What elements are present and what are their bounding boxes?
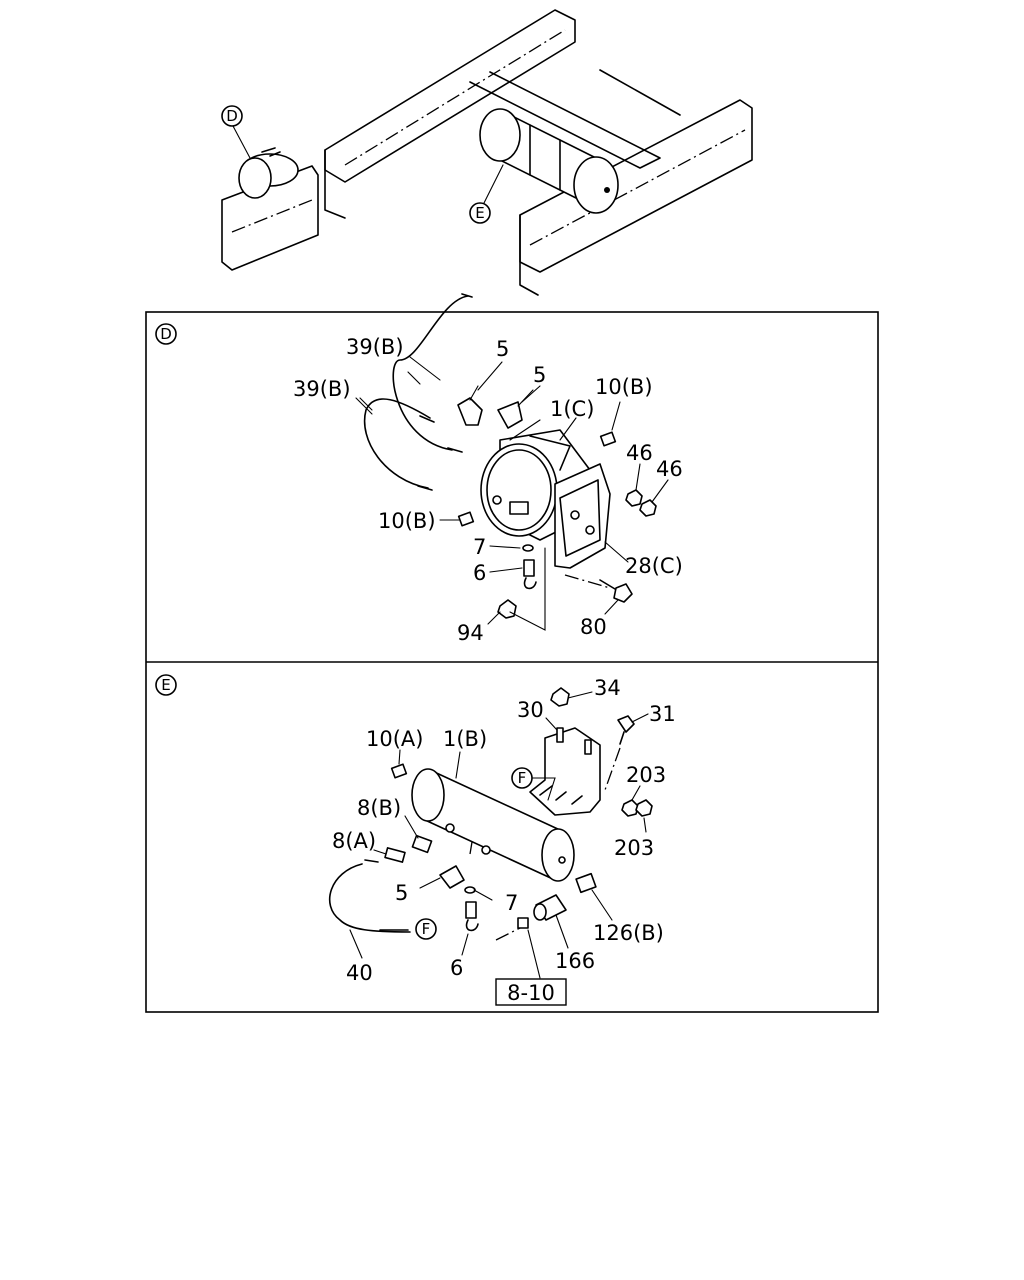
reference-box-8-10: 8-10 — [495, 978, 567, 1006]
label-5-e: 5 — [395, 881, 408, 905]
label-203-a: 203 — [626, 763, 666, 787]
nut-203-a — [621, 799, 639, 817]
label-203-b: 203 — [614, 836, 654, 860]
washer-7 — [522, 544, 534, 552]
tank-1b — [411, 768, 575, 882]
plug-10a — [390, 763, 408, 779]
callout-d: D — [221, 105, 251, 159]
label-166: 166 — [555, 949, 595, 973]
label-31: 31 — [649, 702, 676, 726]
chassis-overview: D E — [221, 9, 753, 296]
plug-10b-left — [457, 511, 475, 527]
label-10a: 10(A) — [366, 727, 423, 751]
elbow-5-left — [457, 385, 483, 426]
svg-text:D: D — [226, 107, 238, 125]
sensor-166 — [533, 894, 567, 921]
fitting-8b — [411, 834, 433, 854]
overview-tank-e — [479, 108, 619, 214]
label-8b: 8(B) — [357, 796, 401, 820]
label-94: 94 — [457, 621, 484, 645]
label-5-a: 5 — [496, 337, 509, 361]
label-6-e: 6 — [450, 956, 463, 980]
panel-e-leaders — [349, 691, 649, 979]
hose-39b-lower — [363, 398, 435, 491]
label-5-b: 5 — [533, 363, 546, 387]
hose-39b-upper — [392, 293, 473, 453]
label-28c: 28(C) — [625, 554, 683, 578]
svg-text:E: E — [475, 204, 484, 222]
label-80: 80 — [580, 615, 607, 639]
svg-text:D: D — [160, 325, 172, 343]
nut-34 — [550, 687, 570, 707]
plug-small — [517, 917, 529, 929]
nut-46-a — [625, 489, 643, 507]
bolt-31 — [617, 715, 635, 745]
label-46-b: 46 — [656, 457, 683, 481]
elbow-5 — [439, 865, 465, 889]
label-8a: 8(A) — [332, 829, 376, 853]
label-1b: 1(B) — [443, 727, 487, 751]
svg-text:F: F — [422, 920, 431, 938]
svg-text:F: F — [518, 769, 527, 787]
label-1c: 1(C) — [550, 397, 594, 421]
label-7-e: 7 — [505, 891, 518, 915]
bolt-80 — [599, 579, 633, 603]
connector-f-bracket: F — [511, 767, 556, 801]
panel-e: E — [155, 674, 676, 1006]
label-46-a: 46 — [626, 441, 653, 465]
label-10b-right: 10(B) — [595, 375, 653, 399]
drain-valve-6 — [523, 559, 537, 590]
svg-text:8-10: 8-10 — [507, 981, 555, 1005]
label-7: 7 — [473, 535, 486, 559]
label-6: 6 — [473, 561, 486, 585]
bracket-30 — [529, 727, 601, 816]
nut-203-b — [635, 799, 653, 817]
callout-e: E — [469, 164, 504, 224]
elbow-5-right — [497, 389, 534, 429]
label-126b: 126(B) — [593, 921, 664, 945]
panel-d: D — [155, 293, 683, 645]
bracket-28c — [554, 463, 611, 569]
nut-46-b — [639, 499, 657, 517]
label-30: 30 — [517, 698, 544, 722]
panel-e-marker: E — [155, 674, 177, 696]
label-10b-left: 10(B) — [378, 509, 436, 533]
fitting-8a — [384, 847, 406, 863]
label-40: 40 — [346, 961, 373, 985]
connector-f-hose: F — [415, 918, 437, 940]
overview-tank-d — [238, 147, 299, 199]
label-34: 34 — [594, 676, 621, 700]
label-39b-upper: 39(B) — [346, 335, 404, 359]
panel-d-leaders — [355, 356, 669, 625]
svg-text:E: E — [161, 676, 170, 694]
panel-d-marker: D — [155, 323, 177, 345]
drain-valve-6-e — [465, 901, 479, 932]
fitting-126b — [575, 872, 597, 894]
label-39b-lower: 39(B) — [293, 377, 351, 401]
hose-40 — [329, 859, 411, 933]
plug-10b-right — [599, 431, 617, 447]
nut-94 — [497, 599, 517, 619]
